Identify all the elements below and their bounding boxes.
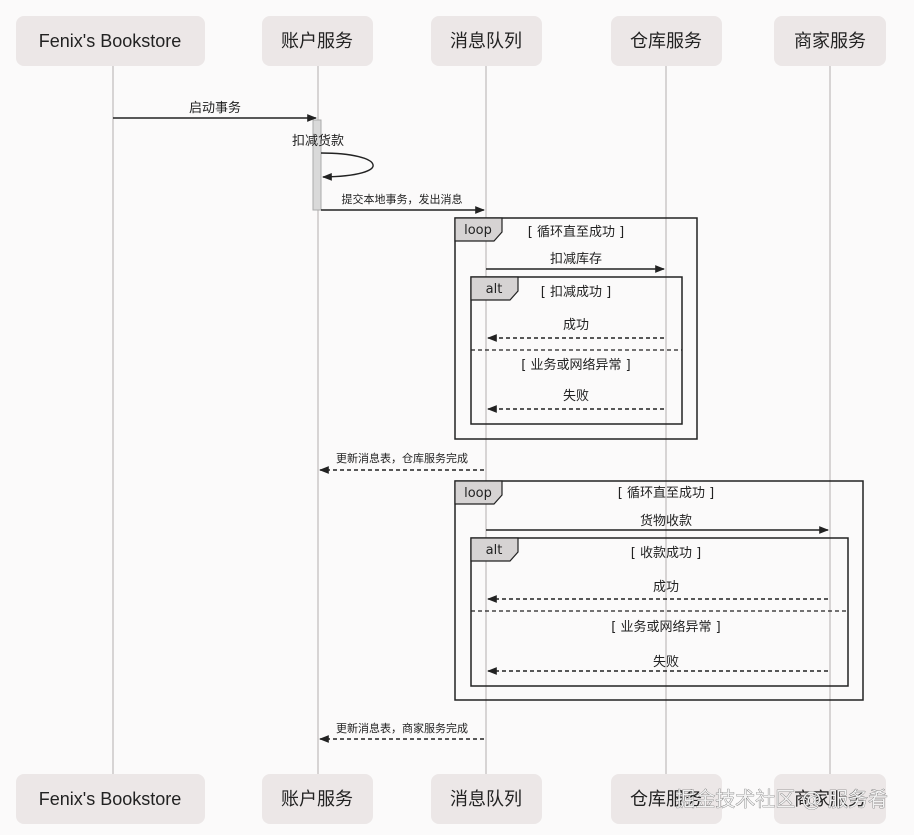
message-label: 失败 [563, 389, 589, 404]
message-label: 成功 [563, 318, 589, 333]
actor-label: Fenix's Bookstore [39, 31, 182, 51]
frame-keyword: alt [486, 282, 503, 297]
self-message-arrow [320, 152, 374, 181]
alt-else-guard: [ 业务或网络异常 ] [611, 619, 720, 635]
message-label: 启动事务 [189, 100, 241, 116]
message-label: 扣减库存 [550, 251, 602, 267]
frame-keyword: alt [486, 543, 503, 558]
loop-frame-warehouse: loop [ 循环直至成功 ] [454, 217, 698, 440]
message-label: 失败 [653, 655, 679, 670]
actor-label: 仓库服务 [630, 789, 702, 809]
message-label: 货物收款 [640, 513, 692, 529]
actor-merchant-top: 商家服务 [774, 16, 886, 66]
actor-label: 商家服务 [794, 789, 866, 809]
actor-merchant-bottom: 商家服务 [774, 774, 886, 824]
actor-warehouse-top: 仓库服务 [611, 16, 722, 66]
message-label: 更新消息表，商家服务完成 [336, 721, 468, 735]
actor-account-bottom: 账户服务 [262, 774, 373, 824]
message-label: 提交本地事务，发出消息 [342, 192, 463, 206]
alt-frame-merchant: alt [ 收款成功 ] [ 业务或网络异常 ] [470, 537, 849, 687]
actor-account-top: 账户服务 [262, 16, 373, 66]
actor-label: 消息队列 [450, 31, 522, 51]
watermark-text: 掘金技术社区 @ 服务肴 [675, 787, 888, 811]
frame-keyword: loop [464, 486, 492, 501]
actor-label: 商家服务 [794, 31, 866, 51]
actor-label: 仓库服务 [630, 31, 702, 51]
actor-label: 消息队列 [450, 789, 522, 809]
alt-guard: [ 扣减成功 ] [541, 285, 611, 300]
actor-mq-top: 消息队列 [431, 16, 542, 66]
actor-warehouse-bottom: 仓库服务 [611, 774, 722, 824]
actor-mq-bottom: 消息队列 [431, 774, 542, 824]
actor-label: 账户服务 [281, 789, 353, 809]
alt-guard: [ 收款成功 ] [631, 546, 701, 561]
actor-bookstore-bottom: Fenix's Bookstore [16, 774, 205, 824]
actor-label: Fenix's Bookstore [39, 789, 182, 809]
loop-guard: [ 循环直至成功 ] [618, 486, 714, 501]
message-label: 成功 [653, 580, 679, 595]
message-label: 更新消息表，仓库服务完成 [336, 451, 468, 465]
loop-frame-merchant: loop [ 循环直至成功 ] [454, 480, 864, 701]
actor-label: 账户服务 [281, 31, 353, 51]
loop-guard: [ 循环直至成功 ] [528, 225, 624, 240]
actor-bookstore-top: Fenix's Bookstore [16, 16, 205, 66]
alt-else-guard: [ 业务或网络异常 ] [521, 357, 630, 373]
alt-frame-warehouse: alt [ 扣减成功 ] [ 业务或网络异常 ] [470, 276, 683, 425]
frame-keyword: loop [464, 223, 492, 238]
activation-bar [312, 119, 322, 211]
message-label: 扣减货款 [292, 133, 344, 149]
